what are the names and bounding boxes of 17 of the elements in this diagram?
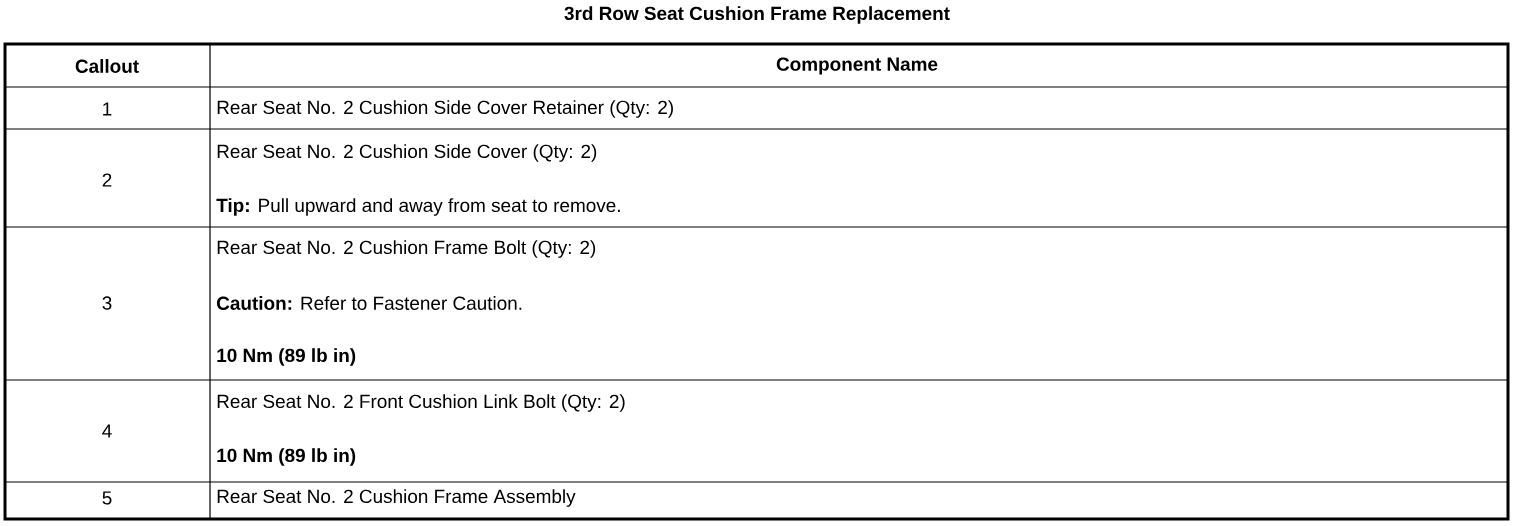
part-name: Rear Seat No. 2 Cushion Frame Bolt (Qty: 2) xyxy=(217,240,596,258)
column-header: Callout xyxy=(75,59,139,73)
part-name: Rear Seat No. 2 Cushion Side Cover (Qty: 2) xyxy=(217,144,597,162)
torque-spec: 10 Nm (89 lb in) xyxy=(217,448,356,466)
part-name: Rear Seat No. 2 Cushion Frame Assembly xyxy=(217,489,576,507)
callout-number: 3 xyxy=(102,296,112,310)
callout-number: 5 xyxy=(102,491,112,505)
part-name: Rear Seat No. 2 Front Cushion Link Bolt (Qty: 2) xyxy=(217,394,625,412)
note-text: Tip: Pull upward and away from seat to remove. xyxy=(216,198,620,216)
callout-number: 2 xyxy=(102,173,112,187)
column-header: Component Name xyxy=(776,57,938,75)
callout-number: 4 xyxy=(102,424,112,438)
title: 3rd Row Seat Cushion Frame Replacement xyxy=(564,6,950,24)
torque-spec: 10 Nm (89 lb in) xyxy=(217,348,356,366)
part-name: Rear Seat No. 2 Cushion Side Cover Retainer (Qty: 2) xyxy=(217,100,673,118)
callout-number: 1 xyxy=(103,102,112,116)
note-text: Caution: Refer to Fastener Caution. xyxy=(217,296,522,310)
